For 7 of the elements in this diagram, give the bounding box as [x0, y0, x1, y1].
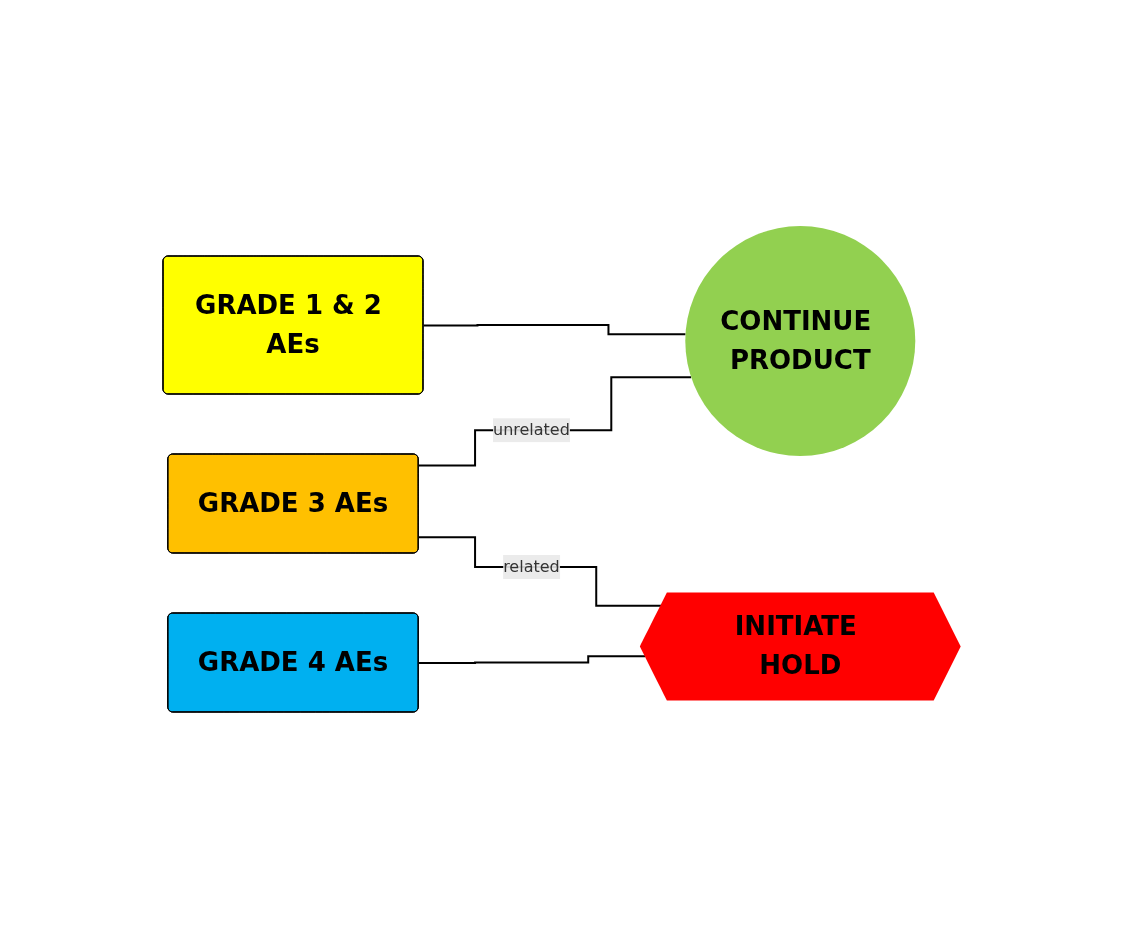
node-box: INITIATE HOLD [640, 592, 961, 700]
edge-label: unrelated [493, 419, 571, 439]
node-circle: CONTINUE PRODUCT [685, 225, 916, 456]
connector [417, 375, 693, 467]
connector [422, 323, 687, 335]
connector [417, 654, 647, 664]
edge-label: related [503, 556, 560, 576]
